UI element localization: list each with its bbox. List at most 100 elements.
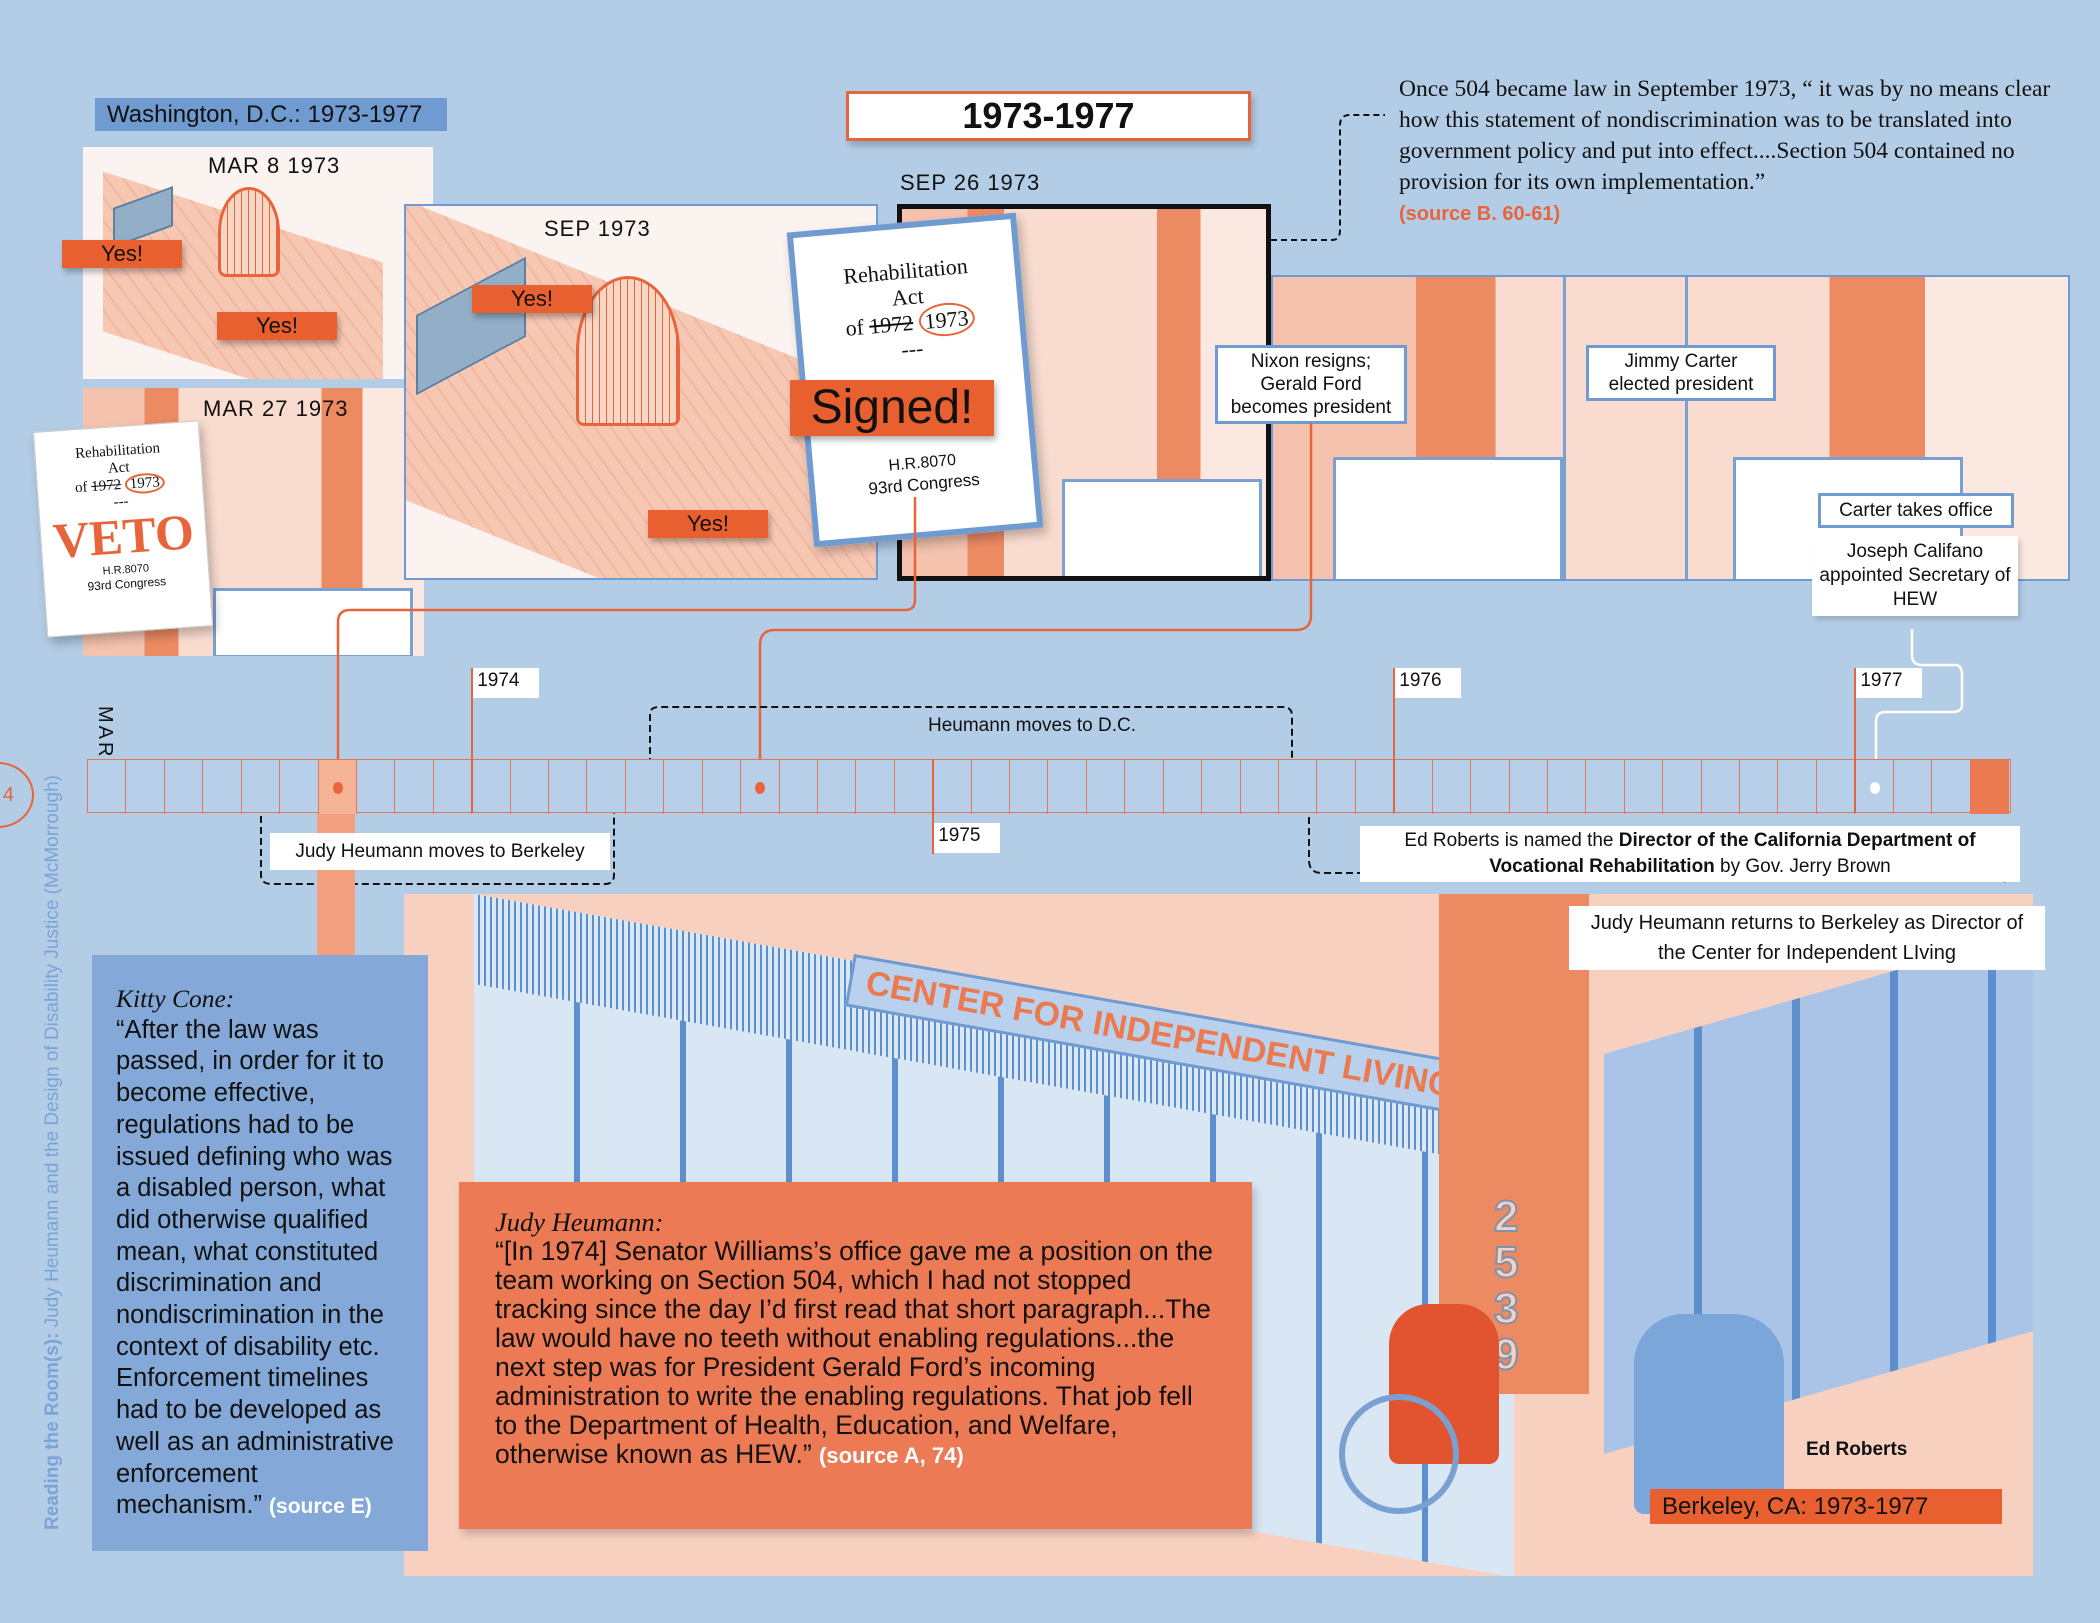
quote-speaker: Judy Heumann: [495,1207,664,1237]
timeline-month-cell [165,760,204,814]
heumann-dc-label: Heumann moves to D.C. [928,715,1137,736]
timeline-month-cell [626,760,665,814]
berkeley-location-label: Berkeley, CA: 1973-1977 [1650,1489,2002,1524]
timeline-month-cell [1010,760,1049,814]
dc-location-label: Washington, D.C.: 1973-1977 [95,98,447,131]
timeline-month-cell [703,760,742,814]
timeline-month-cell [1548,760,1587,814]
timeline-event-dot [1869,782,1880,794]
panel-date: SEP 1973 [544,216,651,241]
panel-oval-office [1271,275,2070,581]
wheelchair-icon [1339,1394,1459,1514]
timeline-month-cell [203,760,242,814]
timeline-month-cell [1356,760,1395,814]
quote-source: (source E) [269,1495,372,1519]
timeline-month-cell [280,760,319,814]
timeline-month-cell [1894,760,1933,814]
timeline-month-cell [933,760,972,814]
judy-heumann-quote: Judy Heumann: “[In 1974] Senator William… [459,1182,1252,1529]
event-carter-elected: Jimmy Carter elected president [1586,345,1776,401]
timeline-month-cell [511,760,550,814]
timeline-month-cell [472,760,511,814]
year-tick [932,759,935,854]
timeline-month-cell [1663,760,1702,814]
timeline-month-cell [1125,760,1164,814]
panel-date: MAR 8 1973 [208,153,341,178]
timeline-month-cell [1817,760,1856,814]
page-title: 1973-1977 [846,91,1251,141]
year-label: 1977 [1854,668,1923,698]
panel-date: SEP 26 1973 [900,170,1041,195]
page-number-text: 4 [2,784,14,806]
heumann-berkeley-label: Judy Heumann moves to Berkeley [270,833,610,870]
ed-roberts-post: by Gov. Jerry Brown [1714,856,1891,877]
capitol-dome-icon [576,276,680,426]
timeline-month-cell [434,760,473,814]
timeline-month-cell [1740,760,1779,814]
event-califano: Joseph Califano appointed Secretary of H… [1812,536,2018,616]
vote-yes-label: Yes! [62,240,182,268]
quote-text: “[In 1974] Senator Williams’s office gav… [495,1236,1213,1469]
timeline-month-cell [1317,760,1356,814]
timeline-month-cell [1049,760,1087,814]
timeline-month-cell [818,760,857,814]
timeline-month-cell [741,760,780,814]
quote-source-b: Once 504 became law in September 1973, “… [1399,74,2089,230]
capitol-dome-icon [218,187,280,277]
year-label: 1976 [1393,668,1462,698]
ed-roberts-figure [1634,1314,1784,1514]
month-timeline [87,759,2011,814]
ed-roberts-caption: Ed Roberts [1806,1439,1908,1460]
quote-speaker: Kitty Cone: [116,984,235,1013]
timeline-month-cell [357,760,396,814]
timeline-month-cell [1279,760,1318,814]
timeline-month-cell [1855,760,1894,814]
year-label: 1974 [471,668,540,698]
ed-roberts-label: Ed Roberts is named the Director of the … [1360,826,2020,882]
timeline-month-cell [1087,760,1126,814]
vote-yes-label: Yes! [217,312,337,340]
panel-date: MAR 27 1973 [203,396,349,421]
timeline-month-cell [1164,760,1203,814]
ed-roberts-pre: Ed Roberts is named the [1404,830,1619,851]
ed-roberts-bold: Director of the California Department of… [1489,830,1976,877]
timeline-month-cell [664,760,703,814]
timeline-month-cell [587,760,626,814]
timeline-month-cell [242,760,281,814]
timeline-month-cell [1433,760,1472,814]
signed-stamp: Signed! [790,380,994,436]
year-tick [471,670,474,813]
year-label: 1975 [932,823,1001,853]
vote-yes-label: Yes! [648,510,768,538]
timeline-month-cell [1586,760,1625,814]
kitty-cone-quote: Kitty Cone: “After the law was passed, i… [92,955,428,1551]
timeline-month-cell [1702,760,1741,814]
timeline-month-cell [1241,760,1279,814]
timeline-month-cell [1778,760,1817,814]
timeline-month-cell [895,760,934,814]
timeline-month-cell [395,760,434,814]
timeline-month-cell [1970,760,2009,814]
timeline-month-cell [1625,760,1664,814]
event-carter-takes-office: Carter takes office [1818,493,2014,528]
quote-b-source: (source B. 60-61) [1399,203,1561,225]
quote-text: “After the law was passed, in order for … [116,1015,394,1520]
timeline-month-cell [972,760,1011,814]
heumann-returns-label: Judy Heumann returns to Berkeley as Dire… [1569,906,2045,970]
quote-source: (source A, 74) [819,1443,964,1468]
vote-yes-label: Yes! [472,285,592,313]
timeline-month-cell [1932,760,1971,814]
timeline-event-dot [755,782,766,794]
year-tick [1393,670,1396,813]
event-nixon-resigns: Nixon resigns; Gerald Ford becomes presi… [1215,345,1407,424]
timeline-month-cell [1510,760,1548,814]
timeline-event-dot [332,782,343,794]
timeline-month-cell [780,760,818,814]
timeline-month-cell [1394,760,1433,814]
year-tick [1854,670,1857,813]
quote-b-text: Once 504 became law in September 1973, “… [1399,76,2051,195]
timeline-month-cell [126,760,165,814]
timeline-month-cell [549,760,588,814]
timeline-month-cell [88,760,127,814]
timeline-month-cell [1202,760,1241,814]
